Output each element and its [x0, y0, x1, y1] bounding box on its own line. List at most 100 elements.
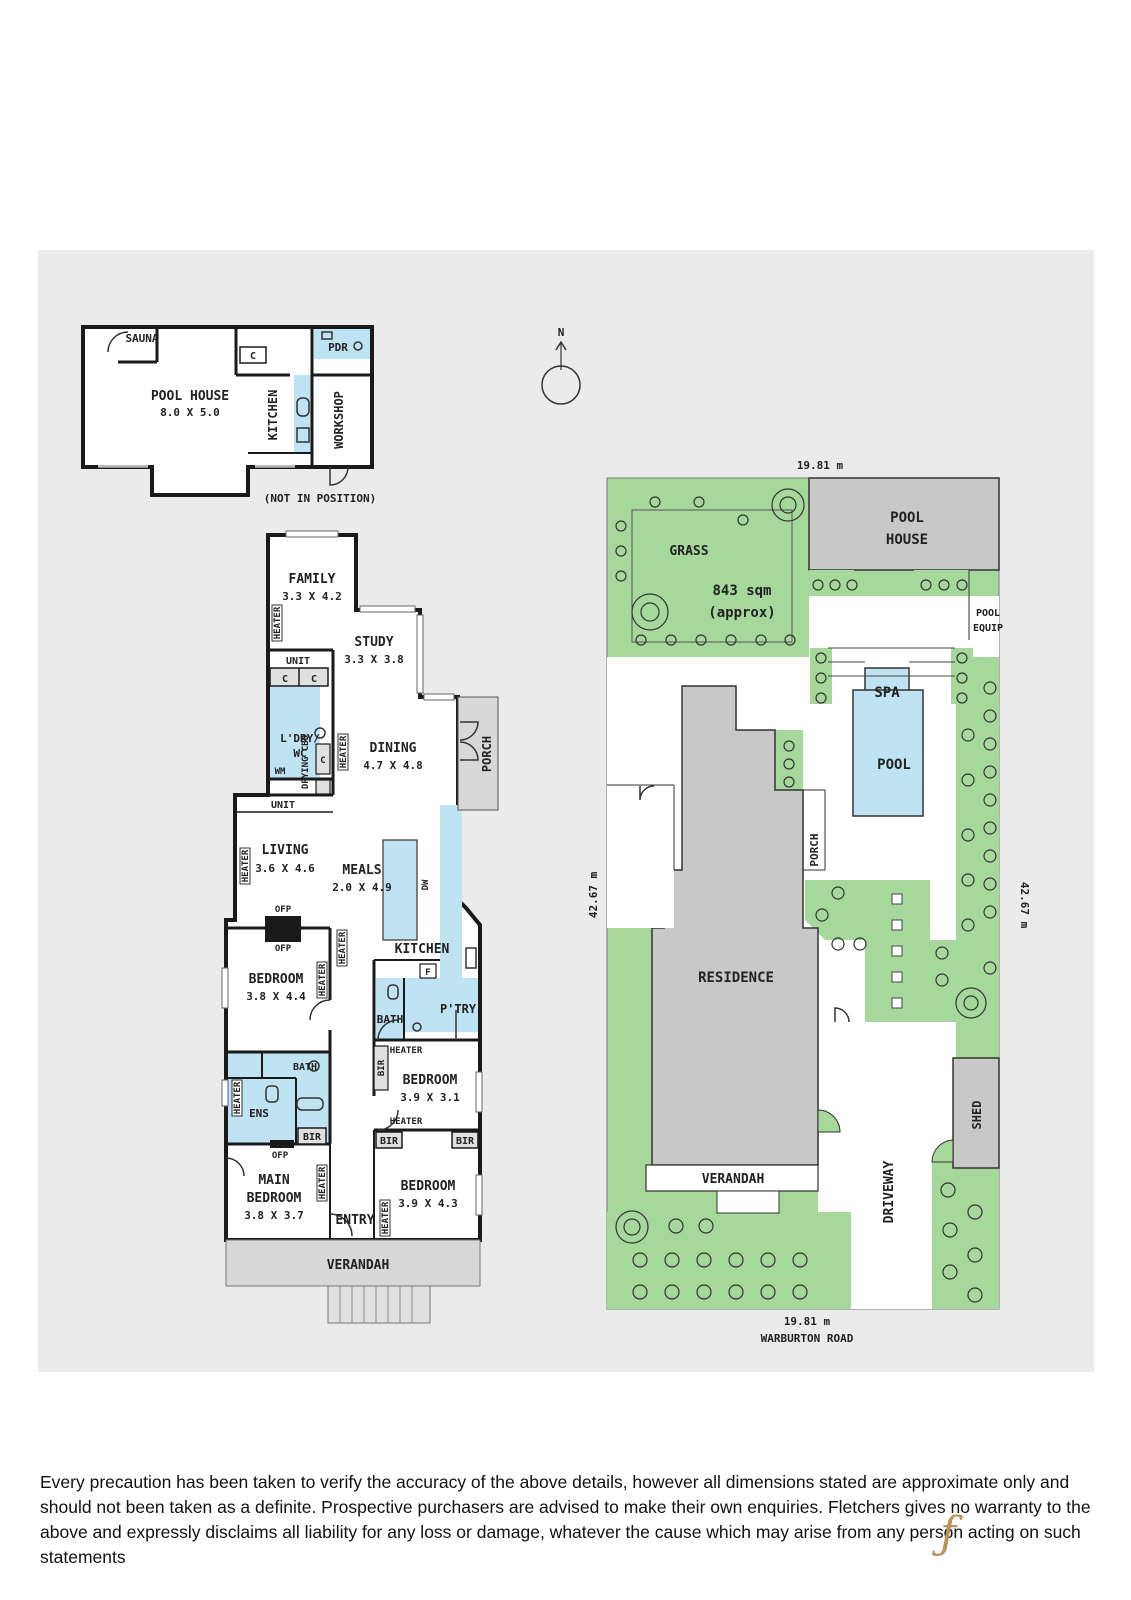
heater-living: HEATER: [241, 849, 251, 882]
wm-label: WM: [275, 767, 286, 777]
site-porch-label: PORCH: [808, 833, 821, 866]
meals-size: 2.0 X 4.9: [332, 881, 392, 894]
laundry-label-line1: L'DRY/: [280, 732, 320, 745]
site-plan: 19.81 m 19.81 m WARBURTON ROAD 42.67 m 4…: [587, 459, 1031, 1345]
not-in-position-note: (NOT IN POSITION): [264, 492, 377, 505]
heater-dining: HEATER: [339, 735, 349, 768]
cupboard-c1: C: [282, 674, 288, 685]
bedroom2-size: 3.9 X 3.1: [400, 1091, 460, 1104]
compass: N: [541, 326, 581, 405]
site-grass-label: GRASS: [669, 544, 708, 559]
heater-family: HEATER: [273, 606, 283, 639]
drying-cupboard-label: DRYING CBD: [301, 734, 311, 789]
pool-house-kitchen-label: KITCHEN: [266, 390, 280, 441]
family-label: FAMILY: [289, 572, 336, 587]
sauna-label: SAUNA: [125, 332, 158, 345]
unit-label-lower: UNIT: [271, 800, 295, 811]
site-pool-equip-line1: POOL: [976, 608, 1000, 619]
site-top-width: 19.81 m: [797, 459, 844, 472]
study-size: 3.3 X 3.8: [344, 653, 404, 666]
main-bedroom-size: 3.8 X 3.7: [244, 1209, 304, 1222]
site-pool-house-line2: HOUSE: [886, 532, 928, 548]
site-pool-house-line1: POOL: [890, 510, 924, 526]
pool-house-plan: C SAUNA POOL HOUSE 8.0 X 5.0 KITCHEN PDR…: [81, 325, 377, 505]
main-house-plan: C C UNIT C WM DRYING CBD UNIT DW OFP OFP: [221, 530, 499, 1324]
site-left-depth: 42.67 m: [587, 871, 600, 918]
bath-label-hall: BATH: [377, 1013, 404, 1026]
site-pool: [852, 689, 924, 817]
heater-hall: HEATER: [338, 931, 348, 964]
site-spa-label: SPA: [874, 685, 900, 701]
heater-ens: HEATER: [233, 1081, 243, 1114]
workshop-label: WORKSHOP: [332, 391, 346, 449]
entry-label: ENTRY: [335, 1213, 374, 1228]
bedroom3-size: 3.9 X 4.3: [398, 1197, 458, 1210]
bir-label-main: BIR: [303, 1132, 322, 1143]
ofp-label-bottom: OFP: [275, 944, 292, 954]
pool-house-title: POOL HOUSE: [151, 389, 229, 404]
heater-bedroom3: HEATER: [390, 1117, 423, 1127]
dining-size: 4.7 X 4.8: [363, 759, 423, 772]
main-bedroom-label-line2: BEDROOM: [247, 1191, 302, 1206]
bedroom3-label: BEDROOM: [401, 1179, 456, 1194]
ens-label: ENS: [249, 1107, 269, 1120]
bir-label-bed3a: BIR: [380, 1136, 399, 1147]
porch-area: [457, 696, 499, 811]
meals-label: MEALS: [342, 863, 381, 878]
pool-house-size: 8.0 X 5.0: [160, 406, 220, 419]
heater-bedroom1: HEATER: [318, 963, 328, 996]
site-area-line1: 843 sqm: [712, 583, 771, 599]
living-label: LIVING: [262, 843, 309, 858]
living-size: 3.6 X 4.6: [255, 862, 315, 875]
fletchers-logo-icon: ƒ: [940, 1508, 957, 1559]
pdr-label: PDR: [328, 341, 348, 354]
site-pool-label: POOL: [877, 757, 911, 773]
verandah-label: VERANDAH: [327, 1258, 390, 1273]
pantry-label: P'TRY: [440, 1002, 477, 1016]
site-driveway-label: DRIVEWAY: [882, 1161, 897, 1224]
site-verandah: [645, 1164, 819, 1192]
dishwasher-label: DW: [421, 879, 431, 890]
site-right-depth: 42.67 m: [1018, 882, 1031, 929]
bir-label-bed3b: BIR: [456, 1136, 475, 1147]
fridge-label: F: [425, 968, 430, 978]
site-shed-label: SHED: [970, 1101, 984, 1130]
site-road-label: WARBURTON ROAD: [761, 1332, 854, 1345]
site-verandah-label: VERANDAH: [702, 1172, 765, 1187]
cupboard-c2: C: [311, 674, 317, 685]
laundry-cupboard: C: [320, 756, 325, 766]
family-size: 3.3 X 4.2: [282, 590, 342, 603]
site-area-line2: (approx): [708, 605, 775, 621]
porch-label: PORCH: [480, 736, 494, 772]
bedroom1-size: 3.8 X 4.4: [246, 990, 306, 1003]
heater-bedroom2: HEATER: [390, 1046, 423, 1056]
compass-circle: [541, 365, 581, 405]
kitchen-island: [382, 839, 418, 941]
bedroom1-label: BEDROOM: [249, 972, 304, 987]
front-steps: [327, 1285, 431, 1324]
study-label: STUDY: [354, 635, 393, 650]
site-residence-label: RESIDENCE: [698, 970, 774, 986]
site-shed: [952, 1057, 1000, 1169]
main-bedroom-label-line1: MAIN: [258, 1173, 289, 1188]
kitchen-label: KITCHEN: [395, 942, 450, 957]
compass-north-label: N: [558, 326, 565, 339]
bir-label-bed2: BIR: [377, 1059, 387, 1076]
heater-main-bedroom: HEATER: [318, 1166, 328, 1199]
dining-label: DINING: [370, 741, 417, 756]
bath-label-main: BATH: [293, 1062, 317, 1073]
bedroom2-label: BEDROOM: [403, 1073, 458, 1088]
front-verandah: [225, 1239, 481, 1287]
site-shrubs: [615, 496, 997, 1303]
site-trees: [615, 488, 987, 1244]
site-bottom-width: 19.81 m: [784, 1315, 831, 1328]
ofp-label-top: OFP: [275, 905, 292, 915]
pool-house-cupboard-label: C: [250, 351, 256, 362]
heater-entry: HEATER: [381, 1201, 391, 1234]
ofp-label-ens: OFP: [272, 1151, 289, 1161]
site-pool-equip-line2: EQUIP: [973, 623, 1003, 634]
site-pool-house: [808, 477, 1000, 571]
disclaimer-text: Every precaution has been taken to verif…: [40, 1472, 1091, 1567]
laundry-label-line2: WC: [293, 747, 306, 760]
